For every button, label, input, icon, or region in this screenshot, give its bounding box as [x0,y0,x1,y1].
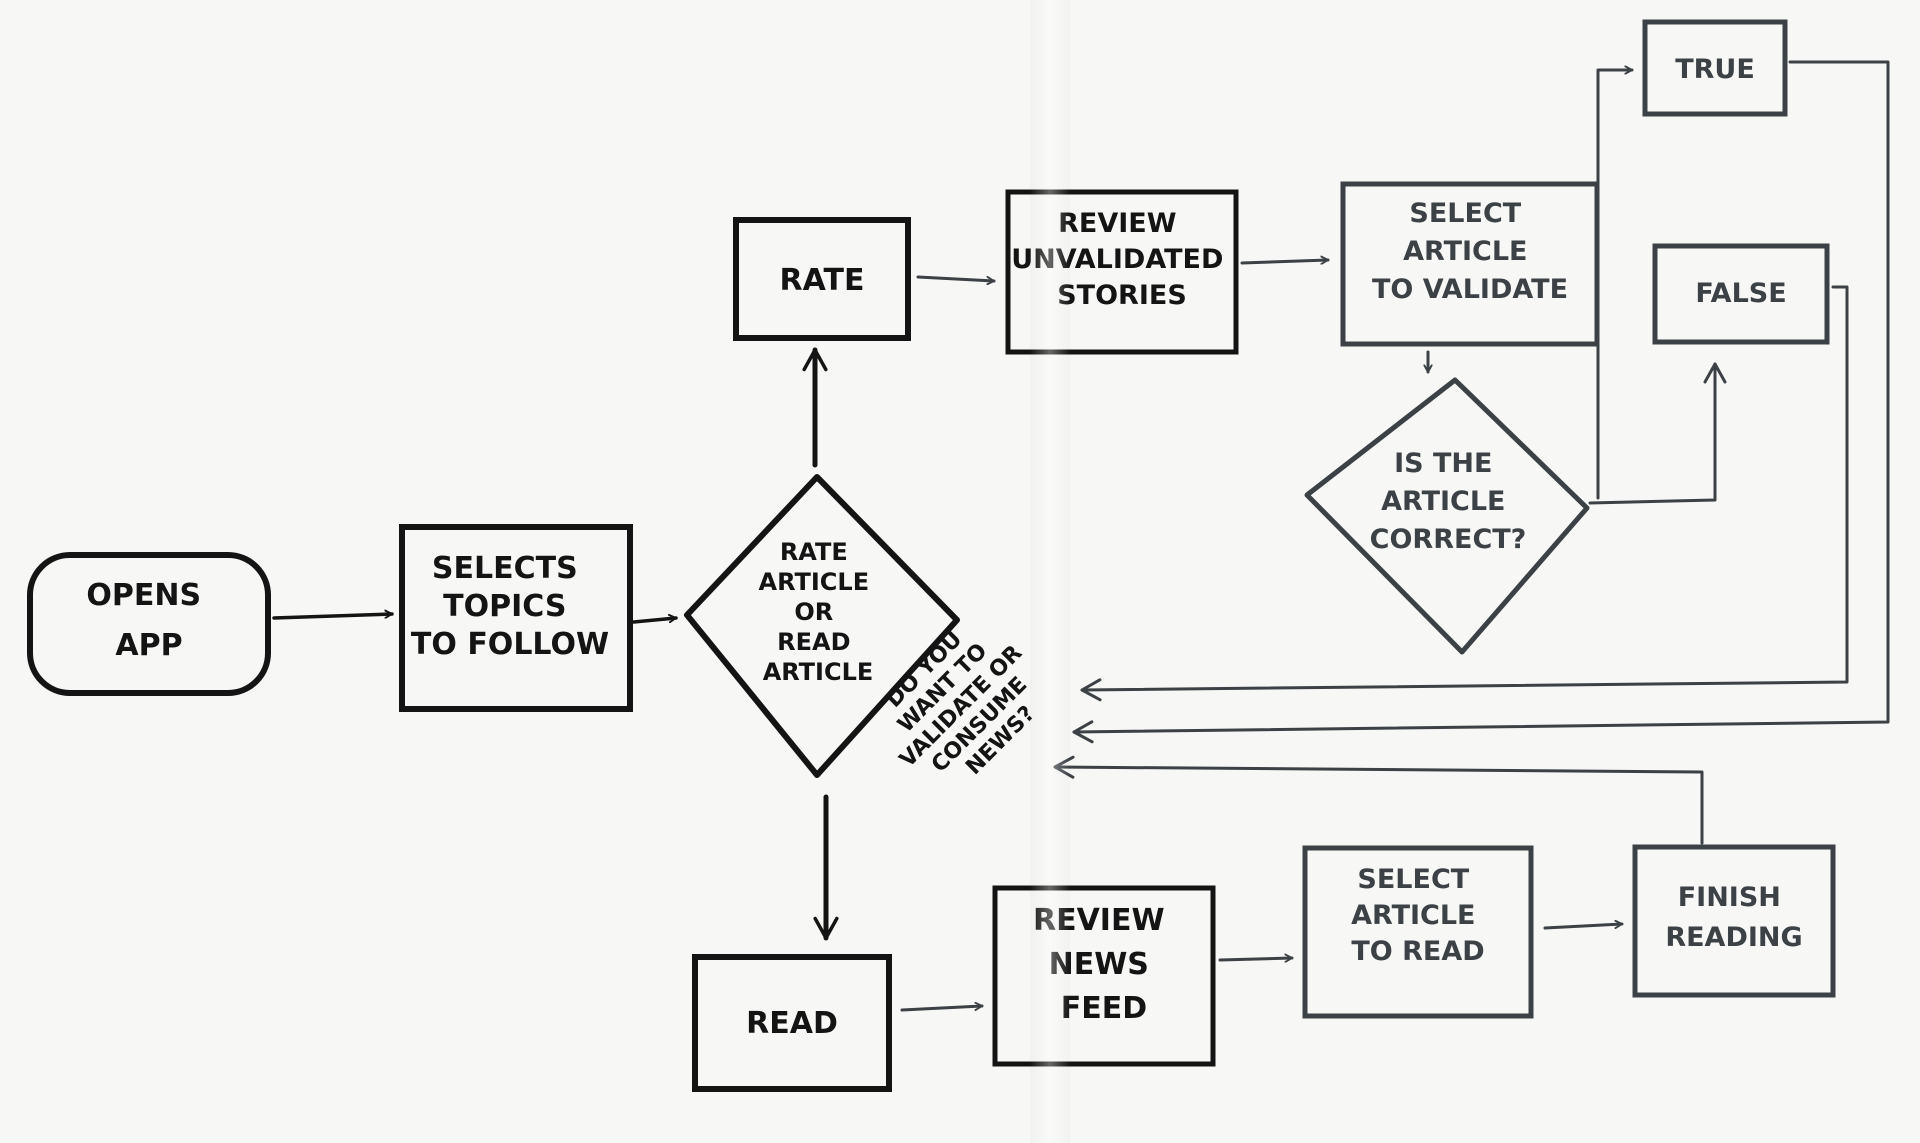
correct-line-3: CORRECT? [1370,524,1527,555]
false-label: FALSE [1695,278,1786,309]
svg-text:OPENS APP: OPENS APP [86,578,211,663]
correct-line-1: IS THE [1394,448,1492,479]
selects-topics-line-2: TOPICS [443,589,566,624]
node-select-article-to-read: SELECT ARTICLE TO READ [1302,845,1534,1019]
decision-rate-read-line-3: OR [794,598,833,626]
svg-text:SELECTS TOPICS: SELECTS TOPICS TO FOLLOW [411,551,609,662]
return-finish-to-decision [1053,755,1704,845]
decision-rate-read-line-5: ARTICLE [763,658,874,686]
arrow-topics-to-decision [632,618,678,624]
node-selects-topics: SELECTS TOPICS TO FOLLOW [399,524,633,712]
node-select-article-to-validate: SELECT ARTICLE TO VALIDATE [1340,181,1600,347]
true-label: TRUE [1675,54,1755,85]
select-read-line-2: ARTICLE [1351,900,1475,931]
decision-rate-read-line-4: READ [777,628,850,656]
opens-app-line-2: APP [115,628,182,663]
annotation-question: DO YOU WANT TO VALIDATE OR CONSUME NEWS? [858,598,1069,809]
node-review-unvalidated: REVIEW UNVALIDATED STORIES [1005,189,1239,355]
select-validate-line-1: SELECT [1409,198,1521,229]
rate-label: RATE [780,263,865,298]
finish-reading-line-2: READING [1665,922,1802,953]
node-review-news-feed: REVIEW NEWS FEED [992,885,1216,1067]
node-read: READ [692,954,892,1092]
review-news-feed-line-2: NEWS [1049,947,1149,982]
arrow-read-to-news-feed [900,1006,984,1012]
arrow-select-read-to-finish [1543,924,1624,930]
decision-rate-read-line-2: ARTICLE [759,568,870,596]
opens-app-line-1: OPENS [86,578,201,613]
node-finish-reading: FINISH READING [1632,844,1836,998]
review-unvalidated-line-3: STORIES [1057,280,1187,311]
node-true: TRUE [1642,19,1788,117]
return-false-to-decision [1080,285,1849,702]
node-opens-app: OPENS APP [27,552,271,696]
correct-line-2: ARTICLE [1381,486,1505,517]
svg-text:SELECT ARTICLE: SELECT ARTICLE TO VALIDATE [1372,198,1568,305]
arrow-rate-to-review [916,275,996,281]
finish-reading-line-1: FINISH [1678,882,1781,913]
select-read-line-3: TO READ [1351,936,1484,967]
svg-text:RATE ARTICLE O: RATE ARTICLE OR READ ARTICLE [759,538,878,686]
arrow-news-feed-to-select-read [1218,958,1294,960]
node-rate: RATE [733,217,911,341]
svg-text:DO YOU WANT TO: DO YOU WANT TO VALIDATE OR CONSUME NEWS? [858,598,1069,809]
decision-is-article-correct: IS THE ARTICLE CORRECT? [1304,377,1590,655]
selects-topics-line-1: SELECTS [432,551,578,586]
select-read-line-1: SELECT [1357,864,1469,895]
svg-text:REVIEW UNVALIDATED: REVIEW UNVALIDATED STORIES [1011,208,1233,311]
svg-text:REVIEW NEWS FE: REVIEW NEWS FEED [1033,903,1175,1026]
selects-topics-line-3: TO FOLLOW [411,627,609,662]
node-false: FALSE [1652,243,1830,345]
arrow-correct-to-false [1588,362,1727,505]
decision-rate-read-line-1: RATE [780,538,848,566]
return-true-to-decision [1072,60,1890,744]
arrow-review-to-select-validate [1240,260,1330,263]
decision-rate-or-read: RATE ARTICLE OR READ ARTICLE [684,474,960,778]
review-unvalidated-line-2: UNVALIDATED [1011,244,1223,275]
read-label: READ [746,1006,838,1041]
svg-text:FINISH READING: FINISH READING [1665,882,1802,953]
review-unvalidated-line-1: REVIEW [1058,208,1176,239]
svg-text:IS THE ARTICLE: IS THE ARTICLE CORRECT? [1370,448,1527,555]
select-validate-line-2: ARTICLE [1403,236,1527,267]
review-news-feed-line-1: REVIEW [1033,903,1165,938]
svg-text:SELECT ARTICLE: SELECT ARTICLE TO READ [1351,864,1485,967]
arrow-opens-to-topics [272,614,394,620]
review-news-feed-line-3: FEED [1061,991,1147,1026]
select-validate-line-3: TO VALIDATE [1372,274,1568,305]
arrow-correct-to-true [1596,70,1634,500]
